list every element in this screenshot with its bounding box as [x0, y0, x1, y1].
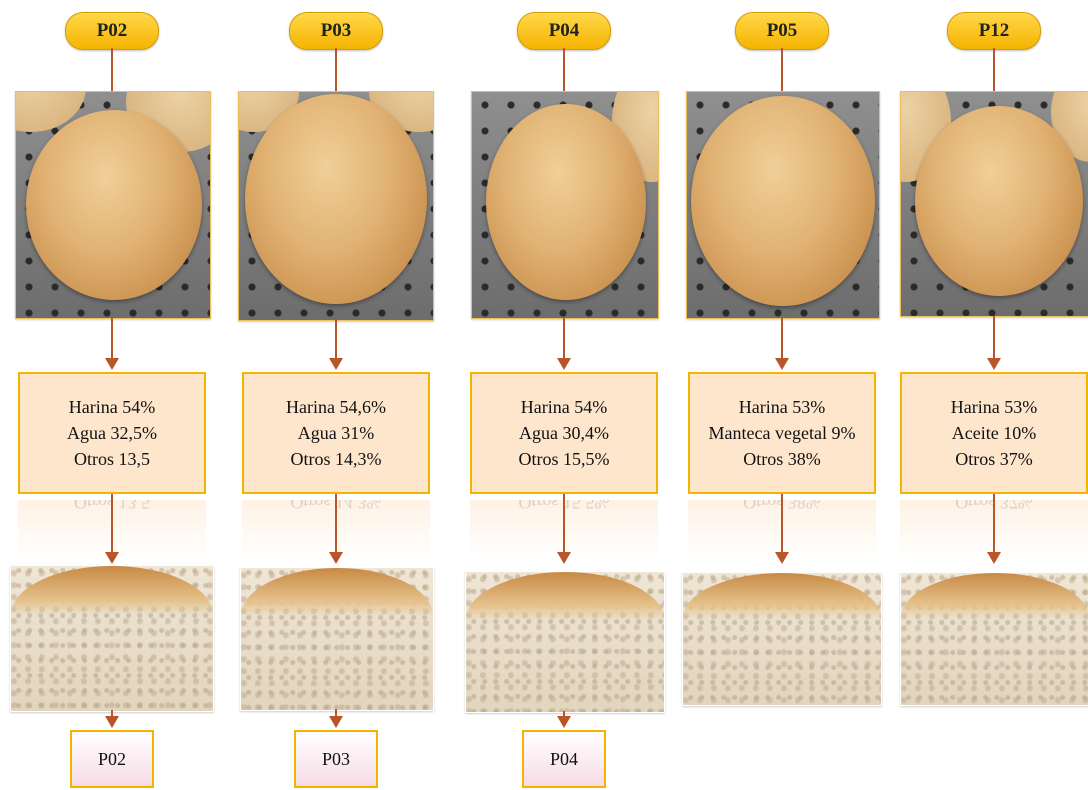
composition-line: Agua 30,4% [519, 420, 609, 446]
arrow-shaft [335, 319, 337, 360]
bread-photo-cut [900, 572, 1088, 706]
arrow-down-icon [987, 358, 1001, 370]
composition-line: Otros 37% [955, 446, 1033, 472]
bread-photo-whole [15, 91, 211, 319]
arrow-shaft [563, 318, 565, 360]
connector-line [111, 48, 113, 91]
bread-roll [486, 104, 646, 300]
composition-line: Harina 54,6% [286, 394, 386, 420]
composition-line: Harina 53% [951, 394, 1037, 420]
arrow-shaft [781, 494, 783, 556]
arrow-down-icon [557, 358, 571, 370]
composition-line: Otros 15,5% [519, 446, 610, 472]
bread-photo-whole [686, 91, 880, 319]
arrow-down-icon [557, 716, 571, 728]
column-p05: P05 Harina 53% Manteca vegetal 9% Otros … [682, 0, 882, 790]
composition-line: Aceite 10% [952, 420, 1036, 446]
column-p12: P12 Harina 53% Aceite 10% Otros 37% Otro… [894, 0, 1088, 790]
arrow-down-icon [329, 552, 343, 564]
bread-photo-whole [900, 91, 1088, 317]
connector-line [335, 48, 337, 91]
bread-roll [245, 94, 427, 304]
arrow-down-icon [105, 358, 119, 370]
bread-photo-cut [682, 572, 882, 706]
arrow-down-icon [105, 552, 119, 564]
composition-box: Harina 53% Aceite 10% Otros 37% [900, 372, 1088, 494]
bottom-label: P02 [70, 730, 154, 788]
column-p02: P02 Harina 54% Agua 32,5% Otros 13,5 Otr… [12, 0, 212, 790]
arrow-down-icon [775, 552, 789, 564]
bread-roll [26, 110, 202, 300]
sample-code-pill: P12 [947, 12, 1041, 50]
arrow-down-icon [329, 358, 343, 370]
bread-photo-whole [471, 91, 659, 319]
arrow-down-icon [105, 716, 119, 728]
composition-line: Manteca vegetal 9% [709, 420, 856, 446]
arrow-shaft [111, 494, 113, 556]
arrow-shaft [993, 316, 995, 360]
composition-line: Harina 54% [69, 394, 155, 420]
connector-line [781, 48, 783, 91]
bread-photo-whole [238, 91, 434, 321]
arrow-down-icon [775, 358, 789, 370]
arrow-shaft [111, 318, 113, 360]
bottom-label: P04 [522, 730, 606, 788]
connector-line [563, 48, 565, 91]
bread-photo-cut [240, 567, 434, 711]
bread-photo-cut [465, 571, 665, 713]
composition-box: Harina 53% Manteca vegetal 9% Otros 38% [688, 372, 876, 494]
arrow-shaft [993, 494, 995, 556]
composition-line: Agua 32,5% [67, 420, 157, 446]
arrow-down-icon [329, 716, 343, 728]
sample-code-pill: P04 [517, 12, 611, 50]
column-p04: P04 Harina 54% Agua 30,4% Otros 15,5% Ot… [464, 0, 664, 790]
composition-box: Harina 54,6% Agua 31% Otros 14,3% [242, 372, 430, 494]
arrow-shaft [781, 318, 783, 360]
arrow-down-icon [987, 552, 1001, 564]
bottom-label: P03 [294, 730, 378, 788]
connector-line [993, 48, 995, 91]
composition-line: Otros 14,3% [291, 446, 382, 472]
sample-code-pill: P03 [289, 12, 383, 50]
bread-roll [691, 96, 875, 306]
composition-line: Harina 53% [739, 394, 825, 420]
arrow-shaft [335, 494, 337, 556]
composition-box: Harina 54% Agua 30,4% Otros 15,5% [470, 372, 658, 494]
arrow-down-icon [557, 552, 571, 564]
composition-line: Harina 54% [521, 394, 607, 420]
composition-line: Otros 38% [743, 446, 821, 472]
sample-code-pill: P02 [65, 12, 159, 50]
composition-box: Harina 54% Agua 32,5% Otros 13,5 [18, 372, 206, 494]
composition-line: Agua 31% [298, 420, 374, 446]
arrow-shaft [563, 494, 565, 556]
composition-line: Otros 13,5 [74, 446, 150, 472]
bread-photo-cut [10, 565, 214, 712]
sample-code-pill: P05 [735, 12, 829, 50]
column-p03: P03 Harina 54,6% Agua 31% Otros 14,3% Ot… [236, 0, 436, 790]
bread-roll [915, 106, 1083, 296]
